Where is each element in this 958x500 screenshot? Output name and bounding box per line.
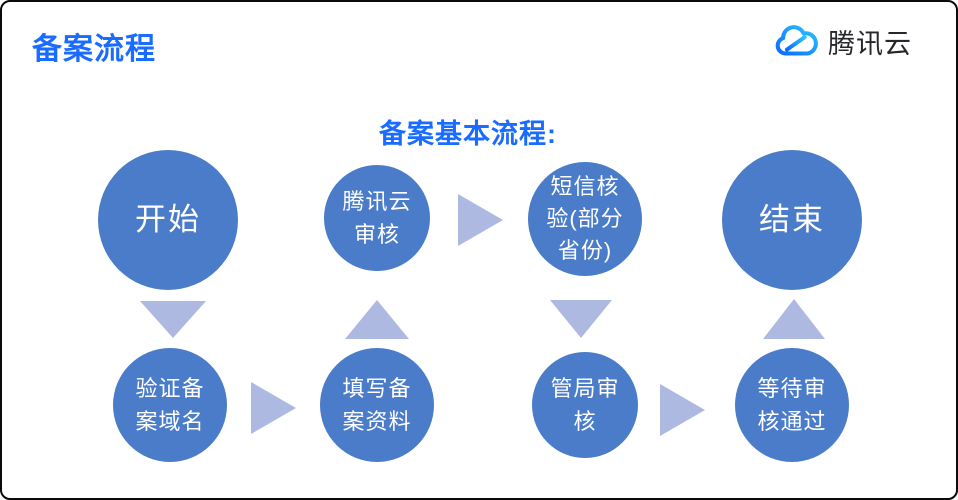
arrow-right-icon xyxy=(660,384,705,436)
arrow-down-icon xyxy=(140,301,206,338)
flow-node-end: 结束 xyxy=(722,150,862,290)
arrow-up-icon xyxy=(345,300,409,339)
brand-name: 腾讯云 xyxy=(828,29,912,59)
flow-node-tencent-cloud-review: 腾讯云 审核 xyxy=(324,165,430,271)
brand-logo: 腾讯云 xyxy=(773,22,912,61)
flow-node-start: 开始 xyxy=(98,150,238,290)
arrow-right-icon xyxy=(458,194,503,246)
flow-node-fill-filing-info: 填写备 案资料 xyxy=(320,348,434,462)
arrow-down-icon xyxy=(550,300,612,338)
flow-node-bureau-review: 管局审 核 xyxy=(532,352,638,458)
tencent-cloud-logo-icon xyxy=(773,24,819,59)
arrow-up-icon xyxy=(763,299,825,339)
arrow-right-icon xyxy=(251,382,296,434)
flow-node-sms-verification: 短信核 验(部分 省份) xyxy=(528,162,642,276)
page-title: 备案流程 xyxy=(32,33,156,66)
flow-node-verify-filing-domain: 验证备 案域名 xyxy=(113,348,227,462)
flow-node-wait-for-approval: 等待审 核通过 xyxy=(735,348,849,462)
flow-subtitle: 备案基本流程: xyxy=(379,119,557,149)
